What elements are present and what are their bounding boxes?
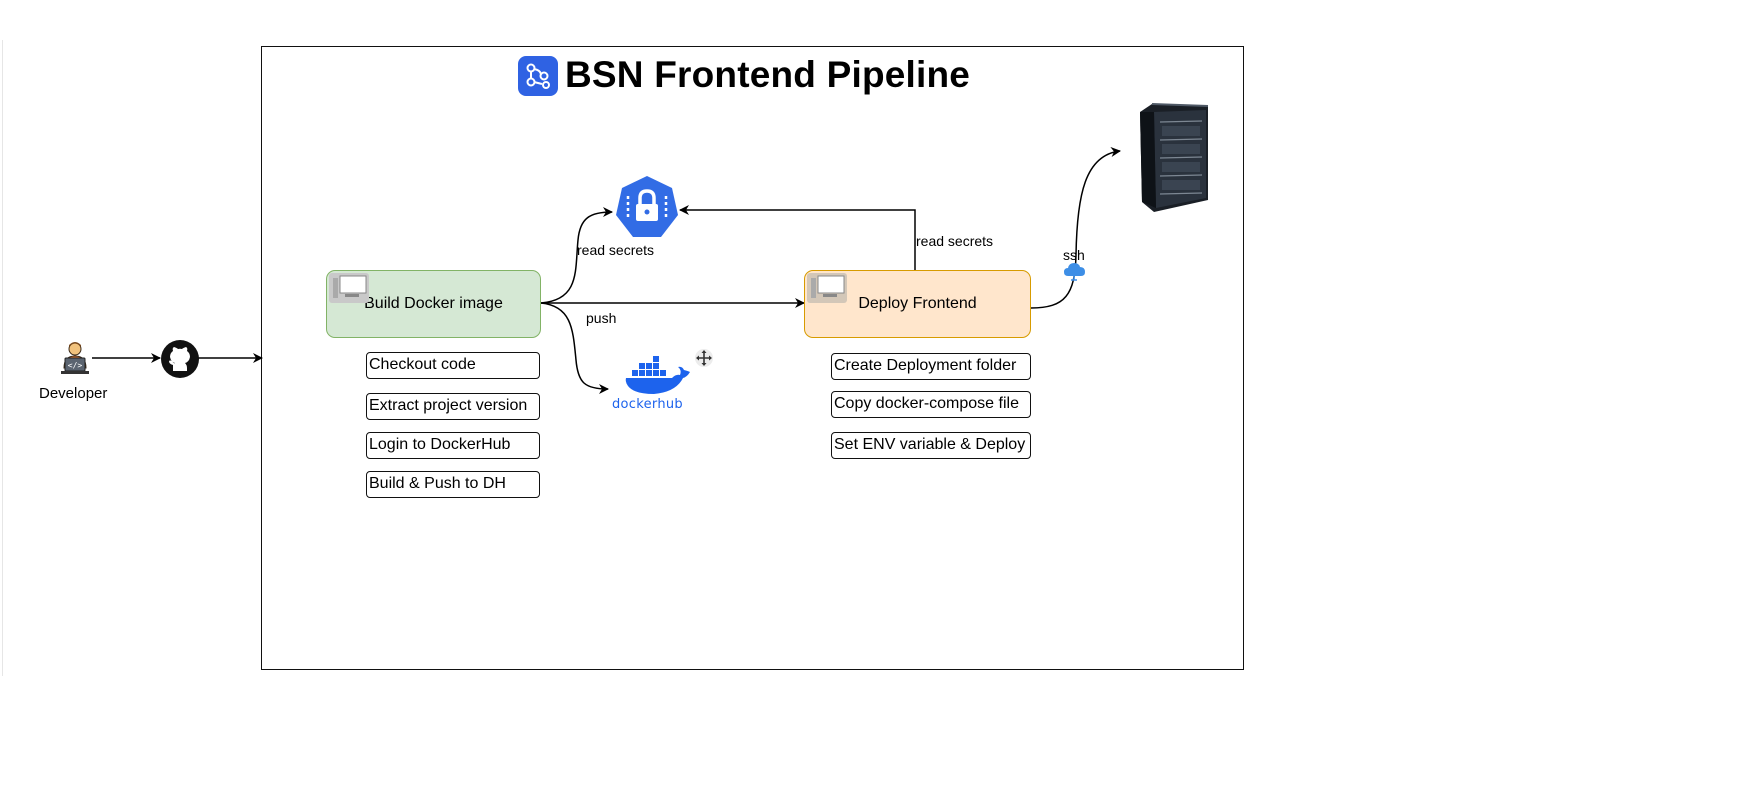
edge-build-to-secrets: [540, 207, 613, 304]
job-deploy-label: Deploy Frontend: [858, 295, 977, 312]
job-build-label: Build Docker image: [364, 295, 503, 312]
step-extract-version[interactable]: Extract project version: [366, 393, 540, 420]
developer-icon: </>: [61, 342, 89, 374]
dockerhub-icon: [625, 356, 690, 394]
dockerhub-wordmark: dockerhub: [612, 397, 683, 412]
step-set-env-deploy[interactable]: Set ENV variable & Deploy: [831, 432, 1031, 459]
ssh-cloud-icon: [1064, 263, 1085, 281]
github-icon: [161, 340, 199, 378]
svg-text:</>: </>: [68, 361, 83, 370]
job-deploy-frontend[interactable]: Deploy Frontend: [804, 270, 1031, 338]
step-checkout-code[interactable]: Checkout code: [366, 352, 540, 379]
step-build-push[interactable]: Build & Push to DH: [366, 471, 540, 498]
job-build-docker-image[interactable]: Build Docker image: [326, 270, 541, 338]
canvas-edge-line: [2, 40, 3, 676]
move-cursor-icon: [695, 349, 713, 367]
edge-deploy-to-server: [1030, 147, 1121, 309]
diagram-title: BSN Frontend Pipeline: [565, 54, 971, 95]
diagram-title-group: BSN Frontend Pipeline: [518, 54, 970, 96]
monitor-icon: [329, 273, 369, 303]
step-login-dockerhub[interactable]: Login to DockerHub: [366, 432, 540, 459]
edge-label-build-secrets: read secrets: [577, 242, 655, 258]
step-copy-compose[interactable]: Copy docker-compose file: [831, 391, 1031, 418]
edge-label-push: push: [586, 310, 617, 326]
server-rack-icon: [1140, 103, 1209, 212]
step-create-folder[interactable]: Create Deployment folder: [831, 353, 1031, 380]
edge-label-ssh: ssh: [1063, 247, 1085, 263]
monitor-icon: [807, 273, 847, 303]
secrets-lock-icon: [616, 176, 678, 237]
edge-deploy-to-secrets: [679, 205, 916, 270]
edge-label-deploy-secrets: read secrets: [916, 233, 994, 249]
github-actions-icon: [518, 56, 558, 96]
edge-build-to-dockerhub: [540, 302, 609, 394]
developer-label: Developer: [39, 385, 108, 402]
